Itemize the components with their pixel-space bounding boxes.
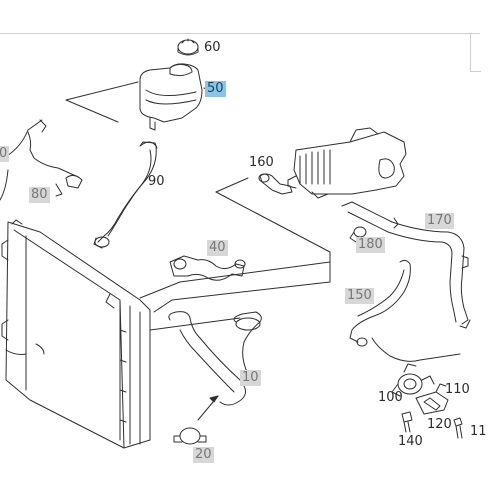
- expansion-tank: [139, 63, 203, 131]
- clip-120: [423, 397, 441, 411]
- bolt-140: [401, 411, 413, 433]
- hose-10: [168, 311, 262, 406]
- clamp-20: [173, 395, 219, 445]
- callout-60[interactable]: 60: [204, 40, 221, 55]
- radiator: [1, 219, 151, 449]
- hose-40: [169, 255, 246, 281]
- callout-180[interactable]: 180: [356, 237, 385, 253]
- callout-0[interactable]: 0: [0, 146, 10, 162]
- callout-50[interactable]: 50: [205, 81, 226, 97]
- callout-120[interactable]: 120: [427, 417, 452, 432]
- callout-100[interactable]: 100: [378, 390, 403, 405]
- hose-150: [349, 259, 461, 362]
- callout-140[interactable]: 140: [398, 434, 423, 449]
- leader-frame-mid: [149, 317, 241, 331]
- hose-90: [93, 141, 158, 249]
- bolt-11: [453, 417, 463, 439]
- callout-110[interactable]: 110: [445, 382, 470, 397]
- callout-10[interactable]: 10: [240, 370, 261, 386]
- diagram-frame: [0, 33, 480, 481]
- hose-170: [341, 201, 471, 329]
- callout-170[interactable]: 170: [425, 213, 454, 229]
- callout-40[interactable]: 40: [207, 240, 228, 256]
- reservoir-cap: [177, 38, 199, 56]
- bracket-110: [415, 383, 449, 415]
- callout-150[interactable]: 150: [345, 288, 374, 304]
- callout-80[interactable]: 80: [29, 187, 50, 203]
- frame-corner-box: [470, 33, 481, 72]
- parts-diagram: [0, 38, 471, 449]
- leader-frame-right: [215, 177, 331, 263]
- callout-160[interactable]: 160: [249, 155, 274, 170]
- leader-tank-left: [65, 81, 139, 123]
- callout-20[interactable]: 20: [193, 447, 214, 463]
- pump-100: [391, 363, 435, 397]
- callout-90[interactable]: 90: [148, 174, 165, 189]
- hose-160: [258, 173, 293, 195]
- leader-frame-lower: [139, 261, 331, 313]
- thermostat-housing: [287, 127, 407, 199]
- callout-11[interactable]: 11: [470, 424, 487, 439]
